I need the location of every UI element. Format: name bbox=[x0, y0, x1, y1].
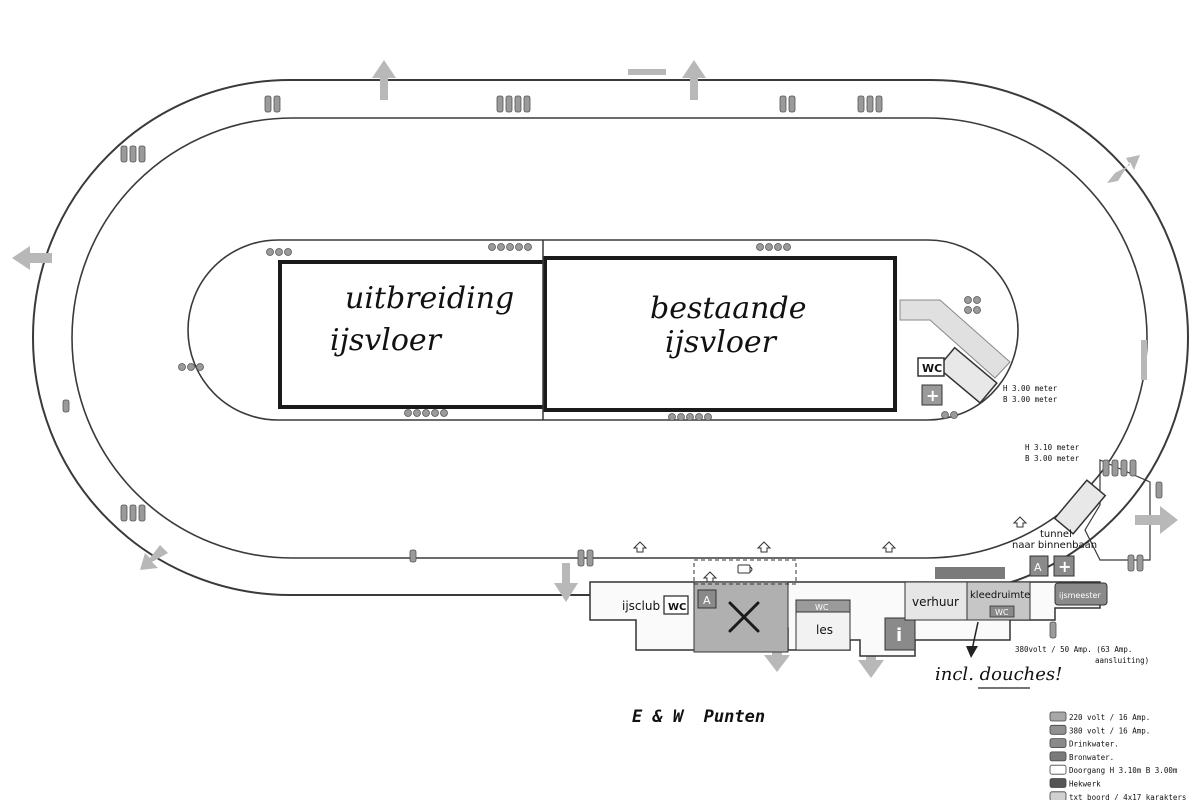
legend-swatch bbox=[1049, 738, 1067, 748]
legend-label: Drinkwater. bbox=[1069, 740, 1119, 749]
legend-label: Bronwater. bbox=[1069, 753, 1114, 762]
exit-arrows bbox=[12, 60, 1178, 678]
ijsclub-wc-icon bbox=[663, 595, 689, 615]
legend-label: 380 volt / 16 Amp. bbox=[1069, 726, 1150, 735]
legend-swatch bbox=[1049, 778, 1067, 788]
page-title: E & W Punten bbox=[632, 707, 765, 727]
legend-swatch bbox=[1049, 791, 1067, 800]
arrow-upright-icon bbox=[1107, 155, 1140, 183]
ijsmeester-room bbox=[1054, 582, 1108, 606]
ice-existing-label-2: ijsvloer bbox=[665, 325, 778, 360]
side-bar bbox=[1141, 340, 1147, 380]
legend: 220 volt / 16 Amp. 380 volt / 16 Amp. Drin… bbox=[1049, 711, 1186, 800]
les-label: les bbox=[816, 623, 833, 637]
douches-arrow-head bbox=[966, 646, 978, 658]
restaurant-terrace bbox=[693, 559, 797, 585]
utility-markers bbox=[62, 95, 1163, 639]
verhuur-room bbox=[904, 581, 968, 621]
clearance-b-width: B 3.00 meter bbox=[1025, 454, 1080, 463]
tunnel-gate bbox=[1053, 479, 1107, 535]
legend-swatch bbox=[1049, 764, 1067, 775]
power-note-2: aansluiting) bbox=[1095, 656, 1149, 665]
arrow-down-icon bbox=[554, 563, 578, 602]
arrow-up-icon bbox=[682, 60, 706, 100]
tunnel-first-aid-symbol: + bbox=[1058, 557, 1071, 576]
outer-track-inner-edge bbox=[71, 117, 1148, 559]
legend-label: txt boord / 4x17 karakters bbox=[1069, 793, 1186, 800]
clearance-a-height: H 3.00 meter bbox=[1003, 384, 1058, 393]
restaurant-a-label: A bbox=[703, 594, 711, 607]
inner-track-edge bbox=[187, 239, 1019, 421]
tunnel-first-aid-icon bbox=[1053, 555, 1075, 577]
info-symbol: i bbox=[896, 625, 902, 646]
kleedruimte-wc-icon bbox=[989, 605, 1015, 618]
first-aid-icon bbox=[921, 384, 943, 406]
arrow-down-icon bbox=[858, 640, 884, 678]
ice-extension-label-2: ijsvloer bbox=[330, 323, 443, 358]
kleedruimte-roof bbox=[935, 567, 1005, 579]
legend-label: Doorgang H 3.10m B 3.00m bbox=[1069, 766, 1178, 775]
power-note-1: 380volt / 50 Amp. (63 Amp. bbox=[1015, 645, 1132, 654]
ijsmeester-label: ijsmeester bbox=[1059, 591, 1101, 600]
les-wc-icon bbox=[795, 599, 851, 613]
arrow-downleft-icon bbox=[140, 545, 168, 570]
kleedruimte-wc-label: WC bbox=[995, 608, 1009, 617]
legend-swatch bbox=[1049, 711, 1067, 722]
entrance-bar bbox=[628, 69, 666, 75]
outer-track-outer-edge bbox=[32, 79, 1189, 596]
clearance-a-width: B 3.00 meter bbox=[1003, 395, 1058, 404]
inner-markers bbox=[178, 243, 981, 421]
arrow-right-icon bbox=[1135, 506, 1178, 534]
ice-existing-area bbox=[543, 256, 897, 412]
inner-passage-gate bbox=[936, 346, 998, 405]
arrow-left-icon bbox=[12, 246, 52, 270]
cutlery-icon bbox=[728, 601, 760, 633]
ice-existing-label-1: bestaande bbox=[650, 291, 806, 326]
restaurant-a-marker bbox=[697, 589, 717, 609]
legend-label: 220 volt / 16 Amp. bbox=[1069, 713, 1150, 722]
coffee-cup-icon bbox=[737, 564, 753, 574]
verhuur-label: verhuur bbox=[912, 595, 959, 609]
wc-icon bbox=[917, 357, 945, 377]
legend-label: Hekwerk bbox=[1069, 780, 1101, 789]
ijsclub-label: ijsclub bbox=[622, 599, 660, 613]
inner-passage bbox=[899, 299, 1011, 379]
legend-swatch bbox=[1049, 724, 1067, 735]
clearance-b-height: H 3.10 meter bbox=[1025, 443, 1080, 452]
arrow-up-icon bbox=[372, 60, 396, 100]
legend-swatch bbox=[1049, 751, 1067, 762]
first-aid-symbol: + bbox=[926, 386, 939, 405]
douches-arrow-line bbox=[971, 621, 979, 651]
tunnel-a-label: A bbox=[1034, 561, 1042, 574]
tunnel-label-1: tunnel bbox=[1040, 529, 1072, 540]
ijsclub-wc-label: WC bbox=[668, 602, 686, 613]
outer-passage bbox=[1084, 459, 1151, 561]
les-wc-label: WC bbox=[815, 603, 829, 612]
wc-label: WC bbox=[922, 362, 942, 375]
info-icon bbox=[884, 617, 916, 651]
tunnel-a-marker bbox=[1029, 555, 1049, 577]
kleedruimte-label: kleedruimte bbox=[970, 590, 1030, 601]
ice-extension-label-1: uitbreiding bbox=[345, 281, 514, 316]
douches-note: incl. douches! bbox=[935, 664, 1062, 685]
tunnel-label-2: naar binnenbaan bbox=[1012, 540, 1097, 551]
entrance-icons bbox=[632, 516, 1028, 583]
